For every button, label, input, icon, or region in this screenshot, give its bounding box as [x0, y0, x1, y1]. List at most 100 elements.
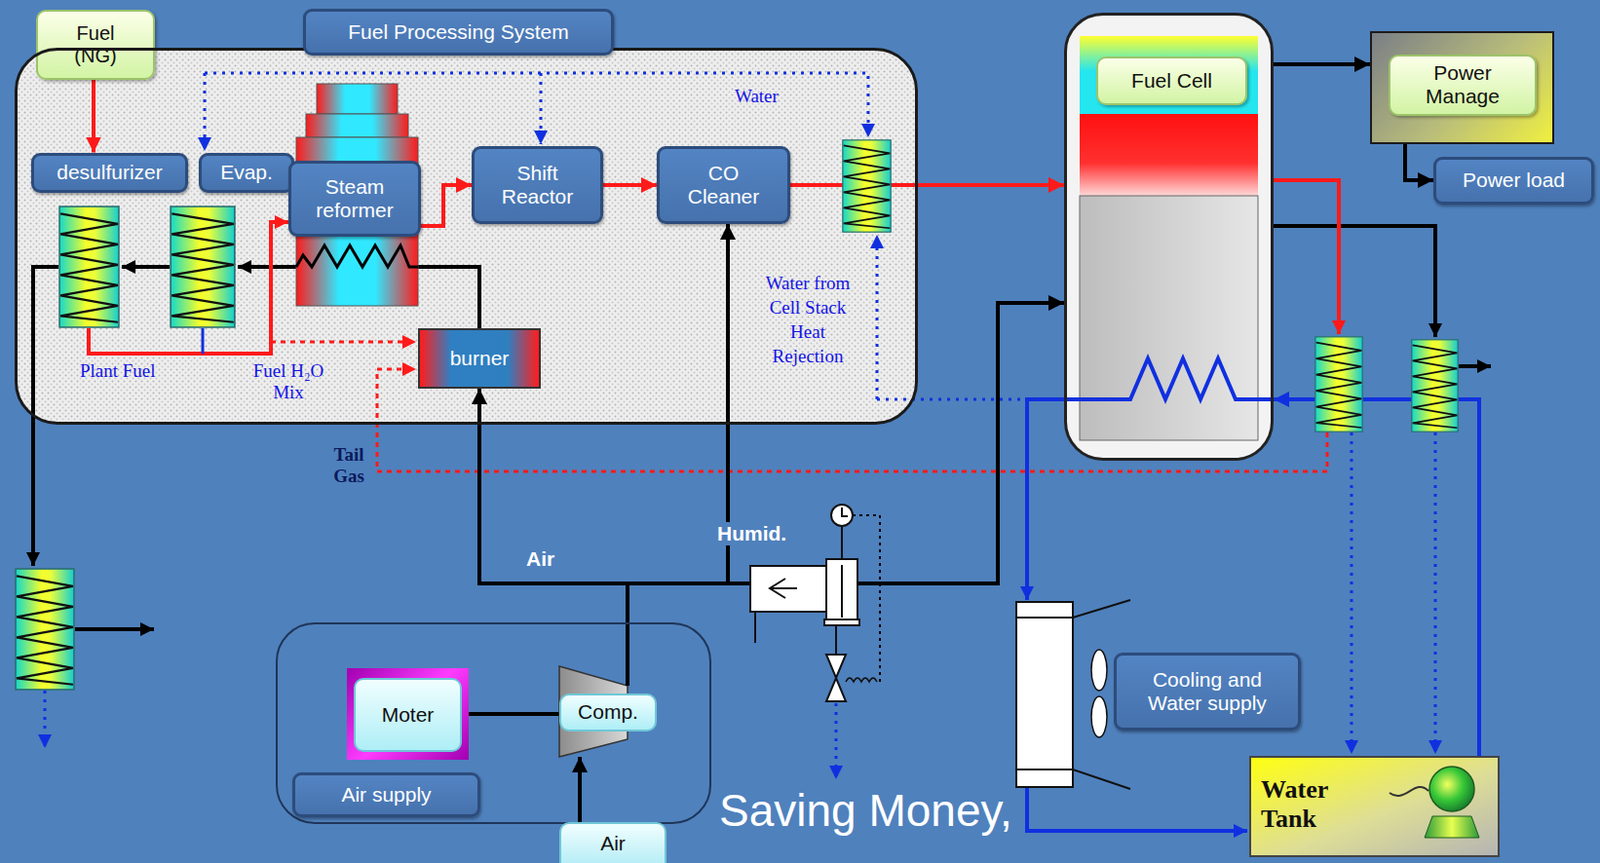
heat-exchanger: [15, 140, 1458, 690]
cooling-fan: [1091, 649, 1107, 691]
annotation: Tail Gas: [327, 444, 371, 488]
reformer-vessel: [316, 83, 398, 115]
process-box: Evap.: [198, 152, 295, 193]
flow-line: [1405, 144, 1434, 181]
flow-line: [577, 757, 582, 823]
water-tank-body: [1389, 787, 1429, 797]
fuel-cell-stack: [1065, 13, 1273, 460]
cooling-fan: [1091, 696, 1107, 738]
water-tank: Water Tank: [1249, 756, 1500, 858]
humidifier: [826, 559, 858, 625]
flue-gas-pipe: [75, 627, 154, 632]
humidifier: [840, 526, 843, 560]
water-dotted-pipe: [1350, 432, 1354, 755]
water-dotted-pipe: [876, 398, 1028, 402]
water-tank-body: [1429, 766, 1475, 812]
humidifier: [841, 507, 848, 517]
subsystem-region: Air supply Moter Comp.: [275, 622, 712, 825]
water-pipe: [202, 328, 1248, 832]
water-tank-body: [1250, 757, 1499, 857]
box-label: desulfurizer: [56, 160, 163, 185]
box-label: Fuel Processing System: [347, 20, 569, 44]
burner-box: burner: [418, 328, 541, 389]
water-pipe: [201, 328, 205, 354]
annotation: Plant Fuel: [79, 360, 156, 382]
water-dotted-pipe: [44, 73, 1436, 780]
label-plate: Fuel Cell: [1096, 56, 1248, 106]
humidifier: [750, 566, 827, 612]
process-box: Shift Reactor: [471, 146, 604, 225]
flow-line: [790, 183, 1065, 188]
box-label: Evap.: [220, 160, 273, 185]
water-dotted-pipe: [539, 73, 543, 145]
label-plate: Fuel Processing System: [303, 8, 614, 56]
label-plate: Air supply: [292, 772, 481, 818]
water-dotted-pipe: [1434, 432, 1438, 755]
label-plate: Comp.: [559, 693, 657, 732]
tail-gas-pipe: [270, 341, 417, 344]
fuel-cell-stack: [1064, 358, 1274, 400]
box-label: Cooling and Water supply: [1139, 668, 1276, 716]
box-label: Moter: [381, 703, 435, 727]
label-plate: Water Tank: [1257, 765, 1365, 844]
humidifier: [845, 678, 877, 683]
motor-box: Moter: [346, 668, 469, 761]
humidifier: [835, 625, 838, 655]
water-dotted-pipe: [835, 703, 839, 780]
label-plate: Moter: [353, 678, 462, 753]
water-pipe: [1027, 787, 1248, 832]
reformer-vessel: [305, 114, 409, 138]
humidifier: [769, 578, 798, 599]
source-box: Fuel (NG): [36, 9, 155, 80]
flue-gas-pipe: [418, 266, 480, 329]
process-box: Steam reformer: [288, 160, 421, 237]
reformer-coil: [296, 245, 419, 267]
box-label: Comp.: [577, 700, 639, 724]
annotation: Humid.: [714, 522, 790, 546]
box-label: Shift Reactor: [497, 161, 578, 209]
box-label: Fuel Cell: [1131, 69, 1213, 93]
compressor: [625, 666, 630, 686]
box-label: Water Tank: [1260, 775, 1339, 835]
heat-exchanger: [170, 206, 235, 328]
process-box: Cooling and Water supply: [1113, 652, 1301, 731]
heat-exchanger: [1411, 340, 1458, 432]
water-dotted-pipe: [204, 73, 869, 138]
box-label: Air supply: [341, 783, 431, 807]
box-label: Power load: [1462, 168, 1565, 192]
humidifier: [824, 619, 860, 626]
flue-gas-pipe: [1458, 364, 1491, 369]
region-ground: [15, 48, 917, 424]
water-tank-body: [1424, 816, 1480, 839]
flow-line: [627, 224, 728, 667]
annotation: Fuel H₂O Mix: [243, 360, 334, 404]
flow-line: [603, 183, 657, 188]
flue-gas-pipe: [1273, 226, 1436, 338]
flue-gas-pipe: [33, 266, 59, 567]
water-pipe: [1027, 399, 1065, 601]
flow-line: [479, 388, 628, 667]
humidifier: [826, 654, 846, 702]
fuel-cell-stack: Fuel Cell: [1064, 12, 1274, 461]
box-label: Fuel (NG): [64, 22, 127, 68]
flue-gas-pipe: [121, 265, 170, 269]
box-label: burner: [450, 346, 510, 371]
power-unit: Power Manage: [1370, 31, 1555, 145]
flow-line: [91, 79, 96, 153]
humidifier: [831, 504, 853, 527]
annotation: Water from Cell Stack Heat Rejection: [755, 270, 861, 369]
water-tank-body: [1250, 757, 1499, 857]
heat-exchanger: [842, 140, 891, 232]
region-ground: [15, 48, 917, 424]
fuel-cell-stack: [1079, 114, 1258, 196]
reformer-coil: [296, 245, 419, 267]
flue-gas-pipe: [237, 265, 297, 269]
compressor-box: Comp.: [559, 666, 657, 758]
box-label: Air: [600, 832, 626, 856]
fuel-pipe: [1273, 180, 1339, 335]
process-box: CO Cleaner: [656, 146, 791, 225]
water-dotted-pipe: [43, 690, 47, 749]
inlet-box: Air: [559, 822, 667, 863]
flow-line: [627, 303, 1065, 667]
